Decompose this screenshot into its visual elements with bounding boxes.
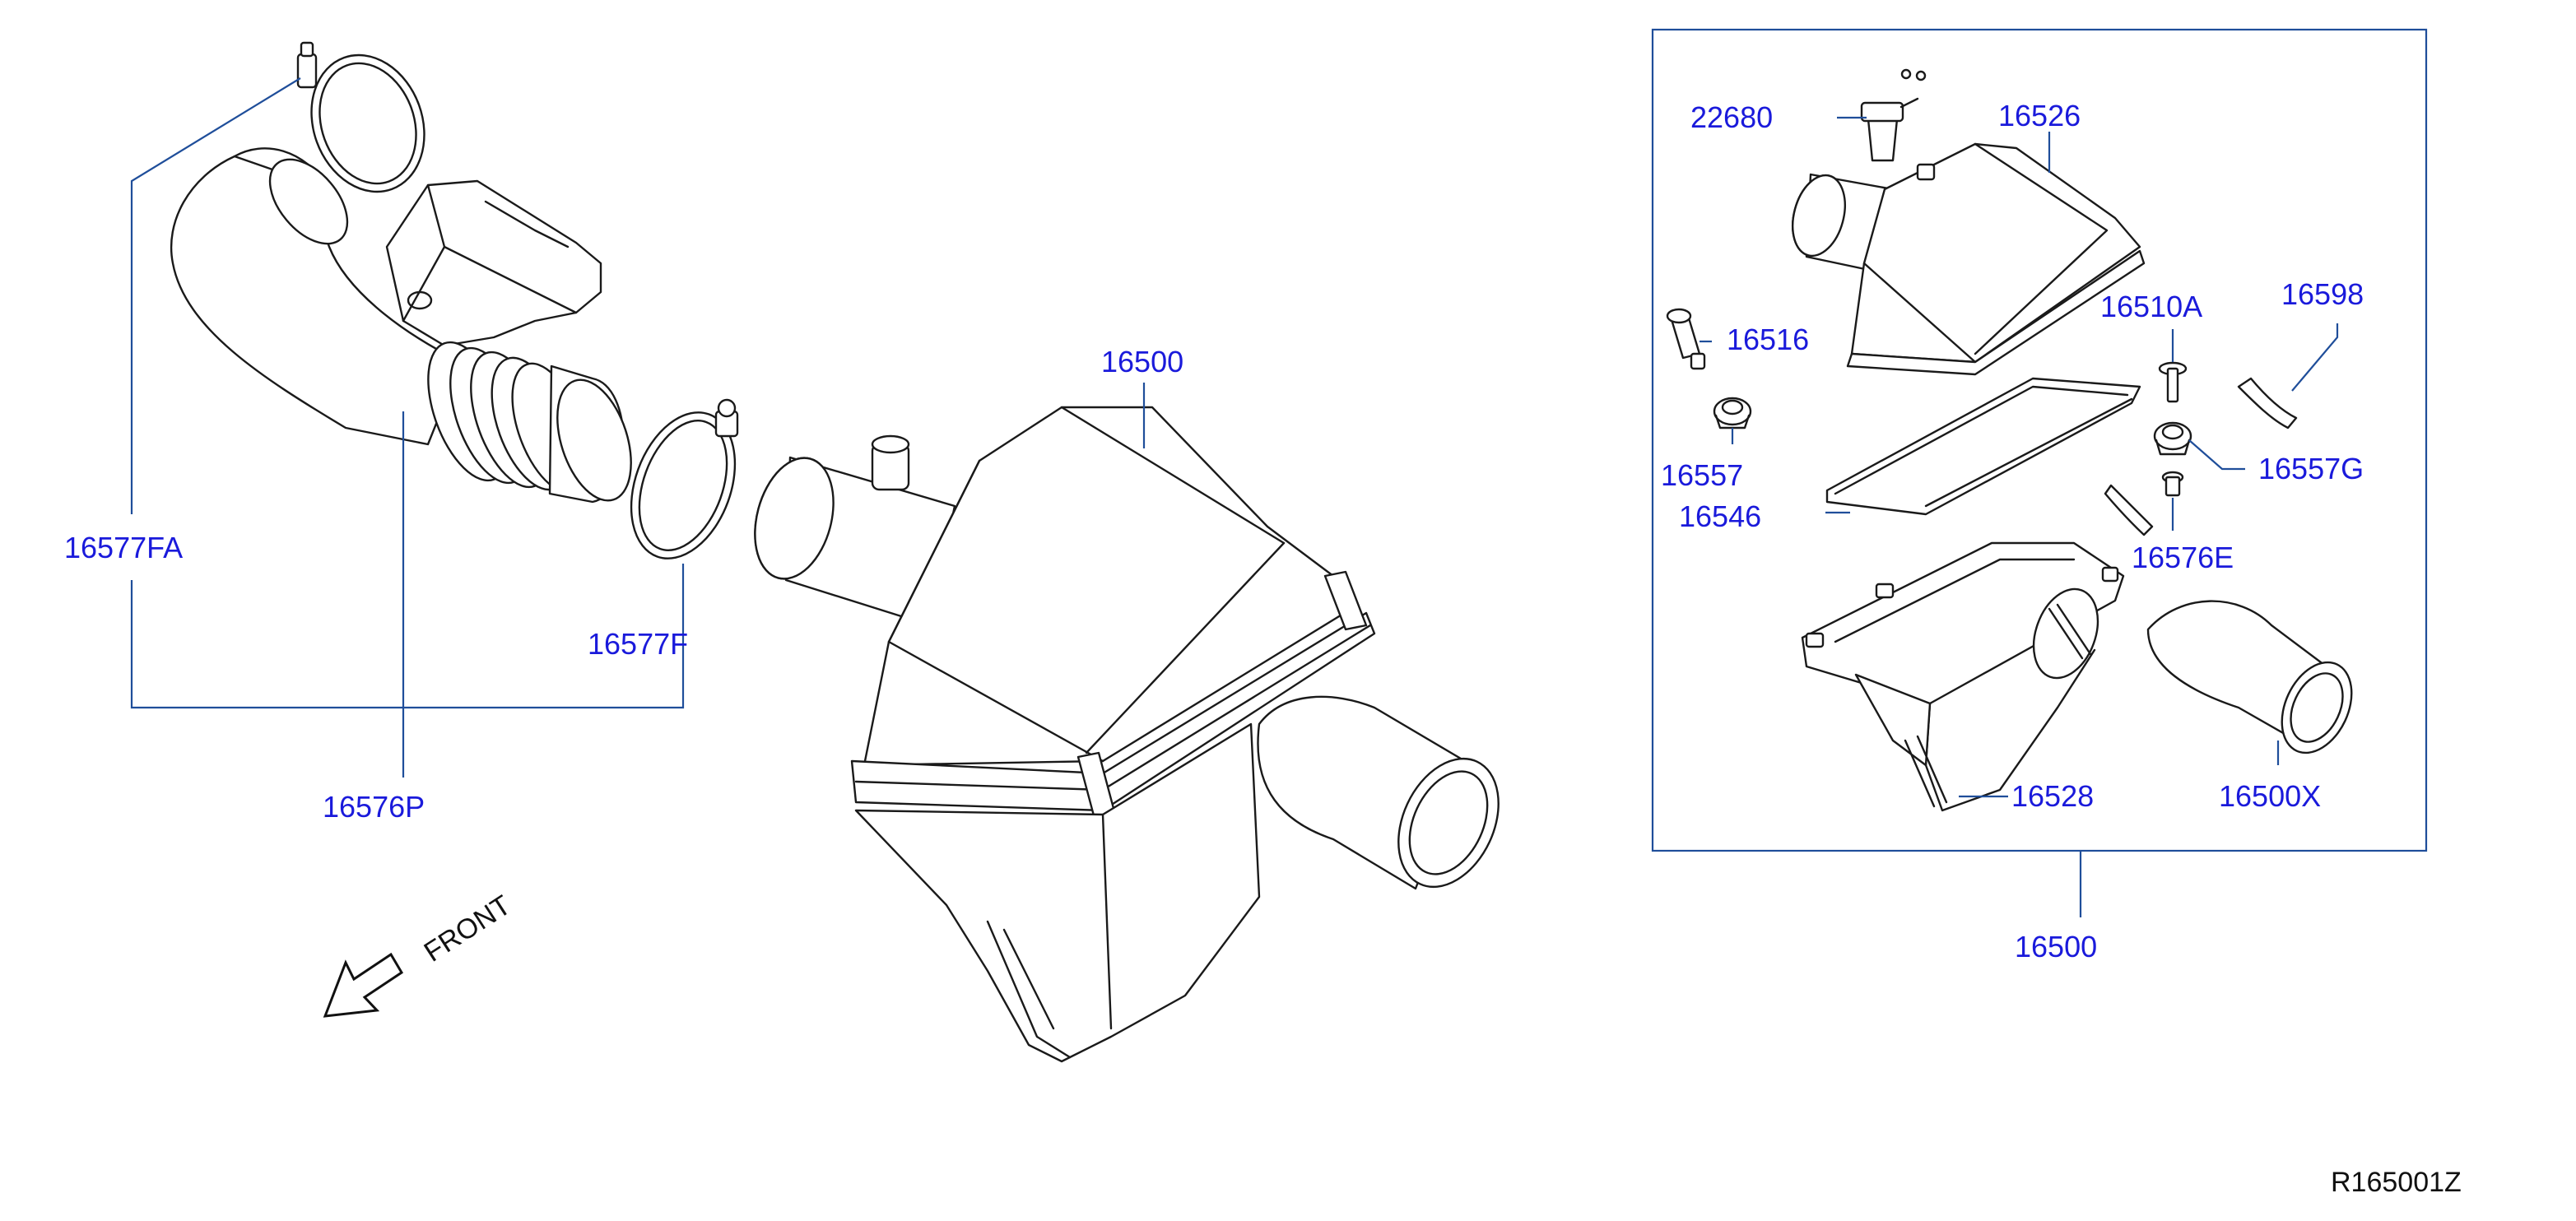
air-cleaner-assembly-16500 [754, 406, 1500, 1063]
clip-16598 [2104, 377, 2298, 536]
callout-16576P: 16576P [323, 790, 425, 824]
lower-tray-16528 [1801, 541, 2125, 812]
callout-16526: 16526 [1998, 99, 2081, 132]
grommet-16557G [2153, 421, 2192, 456]
filter-element-16546 [1825, 377, 2141, 516]
screw-16516 [1666, 308, 1706, 370]
callout-16528: 16528 [2011, 779, 2094, 813]
front-direction-arrow: FRONT [323, 889, 517, 1018]
clamp-16577FA [296, 41, 425, 193]
callout-16577FA: 16577FA [64, 531, 183, 564]
callout-16598: 16598 [2281, 277, 2364, 311]
reference-code: R165001Z [2331, 1167, 2462, 1198]
callout-22680: 22680 [1690, 100, 1773, 134]
grommet-16557 [1713, 397, 1752, 429]
callout-16500-kit: 16500 [2015, 930, 2097, 963]
callout-16516: 16516 [1727, 323, 1809, 356]
sensor-22680 [1860, 68, 1927, 162]
upper-cover-16526 [1792, 142, 2146, 376]
callout-16557: 16557 [1661, 458, 1743, 492]
callout-16577F: 16577F [588, 627, 688, 661]
callout-16510A: 16510A [2100, 290, 2202, 323]
bolt-16510A [2158, 361, 2188, 403]
callout-16557G: 16557G [2258, 452, 2364, 485]
callout-16500X: 16500X [2219, 779, 2321, 813]
leader-lines-right [1700, 116, 2339, 917]
kit-frame [1651, 28, 2428, 852]
front-label: FRONT [419, 889, 517, 968]
callout-16576E: 16576E [2132, 541, 2234, 574]
leader-lines-left [130, 77, 1146, 778]
collar-16576E [2161, 471, 2184, 497]
air-duct-16576P [170, 147, 632, 504]
callout-16546: 16546 [1679, 499, 1761, 533]
callout-16500-main: 16500 [1101, 345, 1183, 378]
clamp-16577F [630, 398, 739, 559]
outlet-duct-16500X [2146, 600, 2353, 754]
